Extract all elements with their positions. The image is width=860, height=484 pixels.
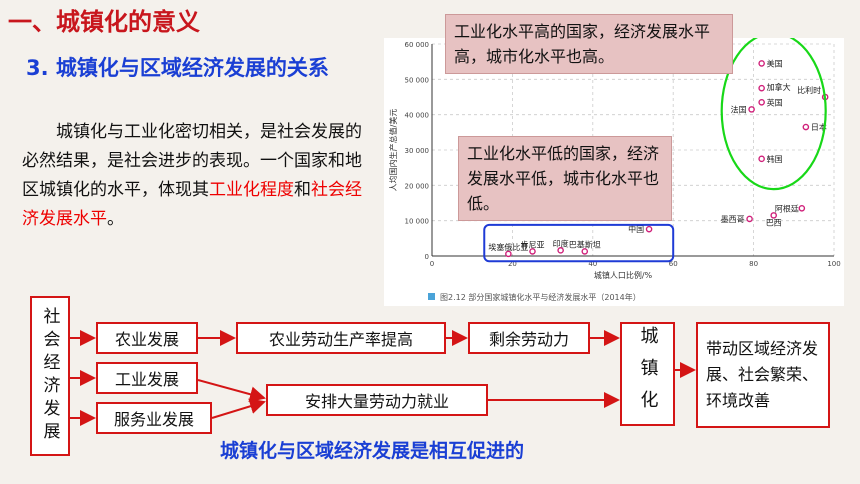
x-tick-label: 0 — [430, 260, 434, 268]
x-tick-label: 100 — [827, 260, 840, 268]
box-productivity: 农业劳动生产率提高 — [236, 322, 446, 354]
data-point — [758, 99, 765, 106]
data-point — [770, 212, 778, 219]
data-point — [758, 155, 765, 163]
x-axis-label: 城镇人口比例/% — [594, 270, 653, 280]
data-point-label: 日本 — [811, 122, 827, 132]
paragraph-and: 和 — [294, 180, 311, 200]
data-point-label: 中国 — [628, 224, 644, 234]
data-point-label: 巴西 — [766, 218, 782, 227]
data-point-label: 墨西哥 — [721, 215, 745, 224]
data-point — [798, 204, 806, 212]
data-point-label: 埃塞俄比亚 — [488, 242, 528, 252]
paragraph-text: 城镇化与工业化密切相关，是社会发展的必然结果，是社会进步的表现。一个国家和地区城… — [22, 122, 362, 200]
section-subtitle: 3. 城镇化与区域经济发展的关系 — [26, 56, 329, 80]
y-tick-label: 20 000 — [405, 182, 430, 190]
caption-marker — [428, 293, 435, 300]
data-point-label: 印度 — [553, 238, 569, 248]
data-point-label: 法国 — [731, 104, 747, 114]
box-result: 带动区域经济发展、社会繁荣、环境改善 — [696, 322, 830, 428]
data-point-label: 韩国 — [767, 154, 783, 164]
data-point-label: 英国 — [767, 97, 783, 107]
arrow-industry-employ — [197, 379, 266, 403]
data-point — [746, 215, 753, 223]
highlight-industrialization: 工业化程度 — [209, 180, 294, 200]
data-point-label: 加拿大 — [767, 82, 791, 92]
y-tick-label: 60 000 — [405, 41, 430, 49]
y-tick-label: 30 000 — [405, 147, 430, 155]
callout-low: 工业化水平低的国家，经济发展水平低，城市化水平也低。 — [458, 136, 672, 221]
y-tick-label: 40 000 — [405, 112, 430, 120]
box-service: 服务业发展 — [96, 402, 212, 434]
x-tick-label: 40 — [588, 260, 597, 268]
data-point — [505, 250, 512, 258]
y-tick-label: 0 — [425, 253, 429, 261]
x-tick-label: 20 — [508, 260, 517, 268]
x-tick-label: 80 — [749, 260, 758, 268]
data-point — [758, 84, 765, 92]
highlight-economic-level: 社会经济发展水平 — [22, 180, 362, 229]
box-agriculture: 农业发展 — [96, 322, 198, 354]
data-point — [645, 225, 653, 233]
data-point-label: 比利时 — [797, 85, 821, 95]
data-point — [557, 247, 564, 254]
data-point-label: 巴基斯坦 — [569, 239, 601, 249]
paragraph-end: 。 — [107, 209, 124, 229]
low-group-box — [483, 223, 675, 263]
y-tick-label: 50 000 — [405, 76, 430, 84]
y-axis-label: 人均国内生产总值/美元 — [388, 109, 398, 192]
data-point — [748, 106, 755, 113]
box-social-economic: 社会经济发展 — [30, 296, 70, 456]
chart-caption: 图2.12 部分国家城镇化水平与经济发展水平（2014年） — [440, 292, 641, 302]
y-tick-label: 10 000 — [405, 218, 430, 226]
data-point — [758, 60, 765, 67]
x-tick-label: 60 — [669, 260, 678, 268]
data-point-label: 美国 — [767, 58, 783, 68]
arrow-service-employ — [211, 398, 266, 419]
conclusion-text: 城镇化与区域经济发展是相互促进的 — [220, 440, 525, 462]
body-paragraph: 城镇化与工业化密切相关，是社会发展的必然结果，是社会进步的表现。一个国家和地区城… — [22, 118, 378, 234]
data-point — [802, 123, 810, 131]
box-industry: 工业发展 — [96, 362, 198, 394]
box-surplus: 剩余劳动力 — [468, 322, 590, 354]
box-urbanization: 城镇化 — [620, 322, 675, 426]
data-point-label: 阿根廷 — [775, 203, 799, 213]
box-employment: 安排大量劳动力就业 — [266, 384, 488, 416]
page-title: 一、城镇化的意义 — [8, 8, 200, 36]
callout-high: 工业化水平高的国家，经济发展水平高，城市化水平也高。 — [445, 14, 733, 74]
data-point-label: 肯尼亚 — [521, 239, 545, 249]
data-point — [529, 248, 536, 255]
data-point — [581, 248, 589, 255]
